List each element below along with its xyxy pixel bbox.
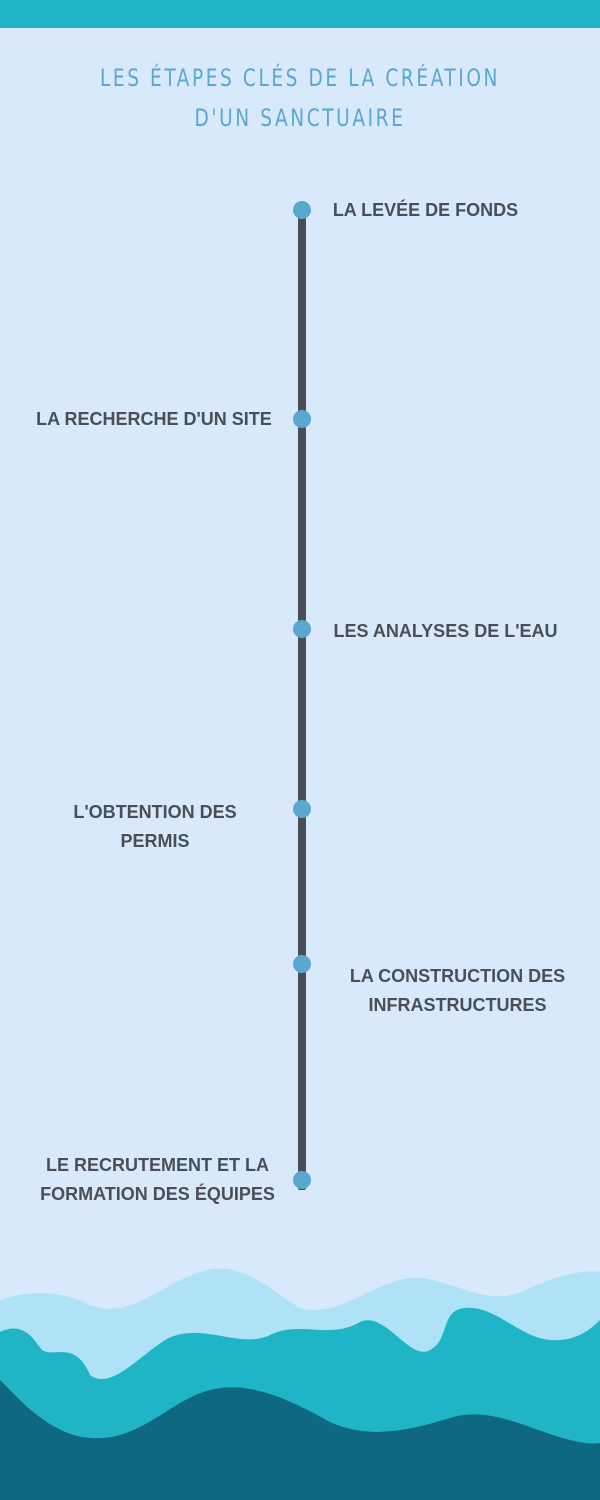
page-title: LES ÉTAPES CLÉS DE LA CRÉATION D'UN SANC… <box>99 64 501 132</box>
step-recruitment: LE RECRUTEMENT ET LA FORMATION DES ÉQUIP… <box>40 1155 275 1204</box>
step-permits: L'OBTENTION DES PERMIS <box>73 802 237 851</box>
step-site-search: LA RECHERCHE D'UN SITE <box>36 409 272 429</box>
timeline-dot-2 <box>293 410 311 428</box>
step-construction: LA CONSTRUCTION DES INFRASTRUCTURES <box>349 966 566 1015</box>
wave-dark <box>0 1380 600 1500</box>
timeline-dot-6 <box>293 1171 311 1189</box>
timeline-dot-3 <box>293 620 311 638</box>
waves-decoration <box>0 1268 600 1500</box>
timeline-dot-1 <box>293 201 311 219</box>
step-water-analysis: LES ANALYSES DE L'EAU <box>333 621 558 641</box>
timeline-dot-5 <box>293 955 311 973</box>
timeline-line <box>298 210 306 1190</box>
timeline-dot-4 <box>293 800 311 818</box>
top-accent-bar <box>0 0 600 28</box>
step-fundraising: LA LEVÉE DE FONDS <box>332 200 519 220</box>
